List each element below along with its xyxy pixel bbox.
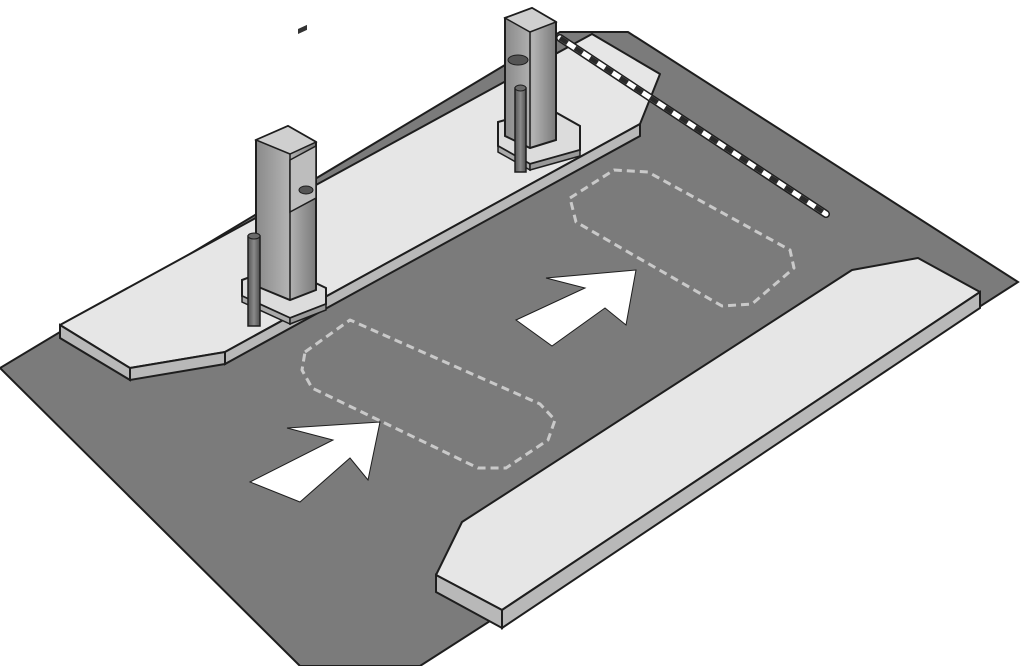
bollard-front: [247, 232, 261, 327]
barrier-arm: [556, 34, 830, 218]
asphalt-lane: [0, 31, 1020, 666]
display-slot-icon: [298, 24, 307, 35]
payment-panel: [289, 144, 317, 214]
direction-arrow-rear: [515, 269, 637, 347]
lower-island: [435, 257, 981, 630]
bollard-rear: [514, 84, 527, 173]
detection-loop-rear: [568, 168, 796, 308]
reader-icon: [507, 54, 529, 66]
direction-arrow-front: [248, 421, 381, 503]
detection-loop-front: [300, 318, 557, 470]
ticket-machine-front: [241, 24, 327, 326]
reader-icon: [298, 185, 314, 195]
